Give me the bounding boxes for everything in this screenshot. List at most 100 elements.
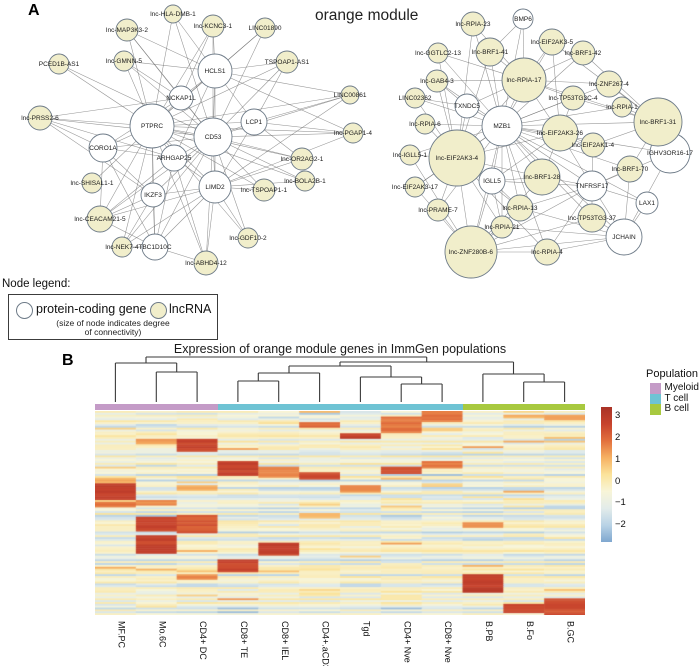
node-lnc-EIF2AK3-5 [538, 28, 566, 56]
colorbar-tick-1: 1 [615, 453, 621, 465]
node-lnc-EIF2AK1-4 [580, 132, 606, 158]
node-label-lnc-EIF2AK1-4: lnc-EIF2AK1-4 [572, 142, 615, 149]
node-label-ARHGAP25: ARHGAP25 [157, 155, 192, 162]
node-HCLS1 [197, 53, 233, 89]
x-label-CD4+ Nve: CD4+ Nve [402, 621, 412, 663]
node-label-lnc-CEACAM21-5: lnc-CEACAM21-5 [74, 216, 126, 223]
node-lnc-IGLL5-1 [399, 144, 421, 166]
node-BMP6 [512, 8, 534, 30]
node-lnc-PRSS2-6 [27, 105, 53, 131]
node-lnc-NEK7-4 [111, 236, 133, 258]
node-label-lnc-GMNN-5: lnc-GMNN-5 [106, 58, 142, 65]
node-lnc-GAB4-3 [425, 69, 449, 93]
node-label-IGLL5: IGLL5 [483, 178, 501, 185]
node-label-PCED1B-AS1: PCED1B-AS1 [39, 61, 80, 68]
node-label-HCLS1: HCLS1 [205, 68, 226, 75]
protein-coding-gene-circle [16, 302, 33, 319]
node-lnc-RPIA-13 [506, 194, 534, 222]
x-label-CD4+ DC: CD4+ DC [198, 621, 208, 660]
x-label-MF.PC: MF.PC [116, 621, 126, 649]
network-diagrams: PTPRCCD53HCLS1LCP1NCKAP1LCORO1AARHGAP25I… [21, 4, 693, 279]
node-label-lnc-RPIA-23: lnc-RPIA-23 [455, 21, 490, 28]
node-label-lnc-NEK7-4: lnc-NEK7-4 [105, 244, 139, 251]
node-lnc-TSPOAP1-1 [252, 178, 276, 202]
network-edge [151, 125, 207, 264]
node-TSPOAP1-AS1 [275, 50, 299, 74]
network-edge [214, 70, 354, 134]
network-edge [214, 94, 351, 188]
network-edge [102, 147, 156, 248]
node-label-lnc-BRF1-70: lnc-BRF1-70 [612, 166, 649, 173]
network-edge [253, 94, 351, 123]
node-legend-box: protein-coding gene lncRNA (size of node… [8, 294, 218, 340]
colorbar-tick--2: −2 [615, 519, 626, 531]
node-CORO1A [88, 133, 118, 163]
node-label-NCKAP1L: NCKAP1L [166, 95, 196, 102]
lncrna-label: lncRNA [169, 302, 212, 316]
lncrna-circle [150, 302, 167, 319]
node-lnc-HLA-DMB-1 [163, 4, 183, 24]
node-label-LAX1: LAX1 [639, 200, 655, 207]
node-label-lnc-BRF1-31: lnc-BRF1-31 [640, 119, 677, 126]
orange-module-title: orange module [315, 7, 419, 24]
node-LINC01890 [254, 17, 276, 39]
node-label-lnc-TP53TG3-37: lnc-TP53TG3-37 [568, 215, 616, 222]
node-label-lnc-RPIA-13: lnc-RPIA-13 [502, 205, 537, 212]
node-label-lnc-BRF1-42: lnc-BRF1-42 [565, 50, 602, 57]
node-lnc-RPIA-1 [611, 96, 633, 118]
node-label-lnc-PRAME-7: lnc-PRAME-7 [418, 207, 458, 214]
node-lnc-ZNF267-4 [595, 70, 623, 98]
node-label-LINC02362: LINC02362 [399, 95, 432, 102]
node-TBC1D10C [141, 233, 169, 261]
node-lnc-PGAP1-4 [342, 122, 364, 144]
node-label-lnc-OR2AG2-1: lnc-OR2AG2-1 [281, 156, 324, 163]
network-edge [173, 157, 207, 264]
x-label-Mo.6C: Mo.6C [157, 621, 167, 648]
node-ARHGAP25 [160, 144, 188, 172]
node-lnc-RPIA-23 [460, 11, 486, 37]
node-label-lnc-BRF1-28: lnc-BRF1-28 [524, 174, 561, 181]
node-lnc-PRAME-7 [426, 198, 450, 222]
network-edge [39, 97, 182, 119]
node-lnc-OR2AG2-1 [290, 147, 314, 171]
network-edge [214, 132, 354, 188]
node-lnc-EIF2AK3-17 [404, 176, 426, 198]
network-edge [214, 70, 351, 96]
node-label-LIMD2: LIMD2 [205, 184, 225, 191]
x-label-Tgd: Tgd [361, 621, 371, 637]
node-label-lnc-ABHD4-12: lnc-ABHD4-12 [185, 260, 227, 267]
population-legend: Population Myeloid T cell B cell [646, 368, 699, 415]
node-PTPRC [129, 103, 175, 149]
node-IGLL5 [478, 167, 506, 195]
node-PCED1B-AS1 [48, 53, 70, 75]
colorbar-tick--1: −1 [615, 497, 626, 509]
legend-item-tcell: T cell [650, 393, 699, 404]
network-edge [123, 60, 214, 138]
node-label-LINC01890: LINC01890 [249, 25, 282, 32]
node-lnc-BOLA2B-1 [294, 170, 316, 192]
node-label-lnc-RPIA-6: lnc-RPIA-6 [409, 121, 441, 128]
node-label-CORO1A: CORO1A [89, 145, 117, 152]
node-LINC02362 [404, 87, 426, 109]
node-lnc-BRF1-28 [523, 158, 561, 196]
protein-coding-gene-label: protein-coding gene [36, 302, 147, 316]
x-label-CD8+ TE: CD8+ TE [239, 621, 249, 658]
node-lnc-BRF1-70 [616, 155, 644, 183]
node-size-note-line1: (size of node indicates degree [56, 318, 170, 328]
node-label-lnc-BRF1-41: lnc-BRF1-41 [472, 49, 509, 56]
node-lnc-BRF1-41 [475, 37, 505, 67]
node-label-lnc-EIF2AK3-26: lnc-EIF2AK3-26 [537, 130, 583, 137]
node-label-lnc-RPIA-21: lnc-RPIA-21 [484, 224, 519, 231]
node-label-lnc-BOLA2B-1: lnc-BOLA2B-1 [284, 178, 326, 185]
node-lnc-ABHD4-12 [193, 250, 219, 276]
node-label-lnc-MAP3K3-2: lnc-MAP3K3-2 [106, 27, 148, 34]
node-label-IGHV3OR16-17: IGHV3OR16-17 [647, 150, 693, 157]
node-label-lnc-SHISAL1-1: lnc-SHISAL1-1 [71, 180, 114, 187]
left-network: PTPRCCD53HCLS1LCP1NCKAP1LCORO1AARHGAP25I… [21, 4, 372, 276]
node-lnc-MAP3K3-2 [115, 18, 139, 42]
network-edge [99, 157, 175, 220]
network-edge [58, 63, 214, 138]
node-TNFRSF17 [576, 170, 608, 202]
network-edge [154, 157, 175, 248]
